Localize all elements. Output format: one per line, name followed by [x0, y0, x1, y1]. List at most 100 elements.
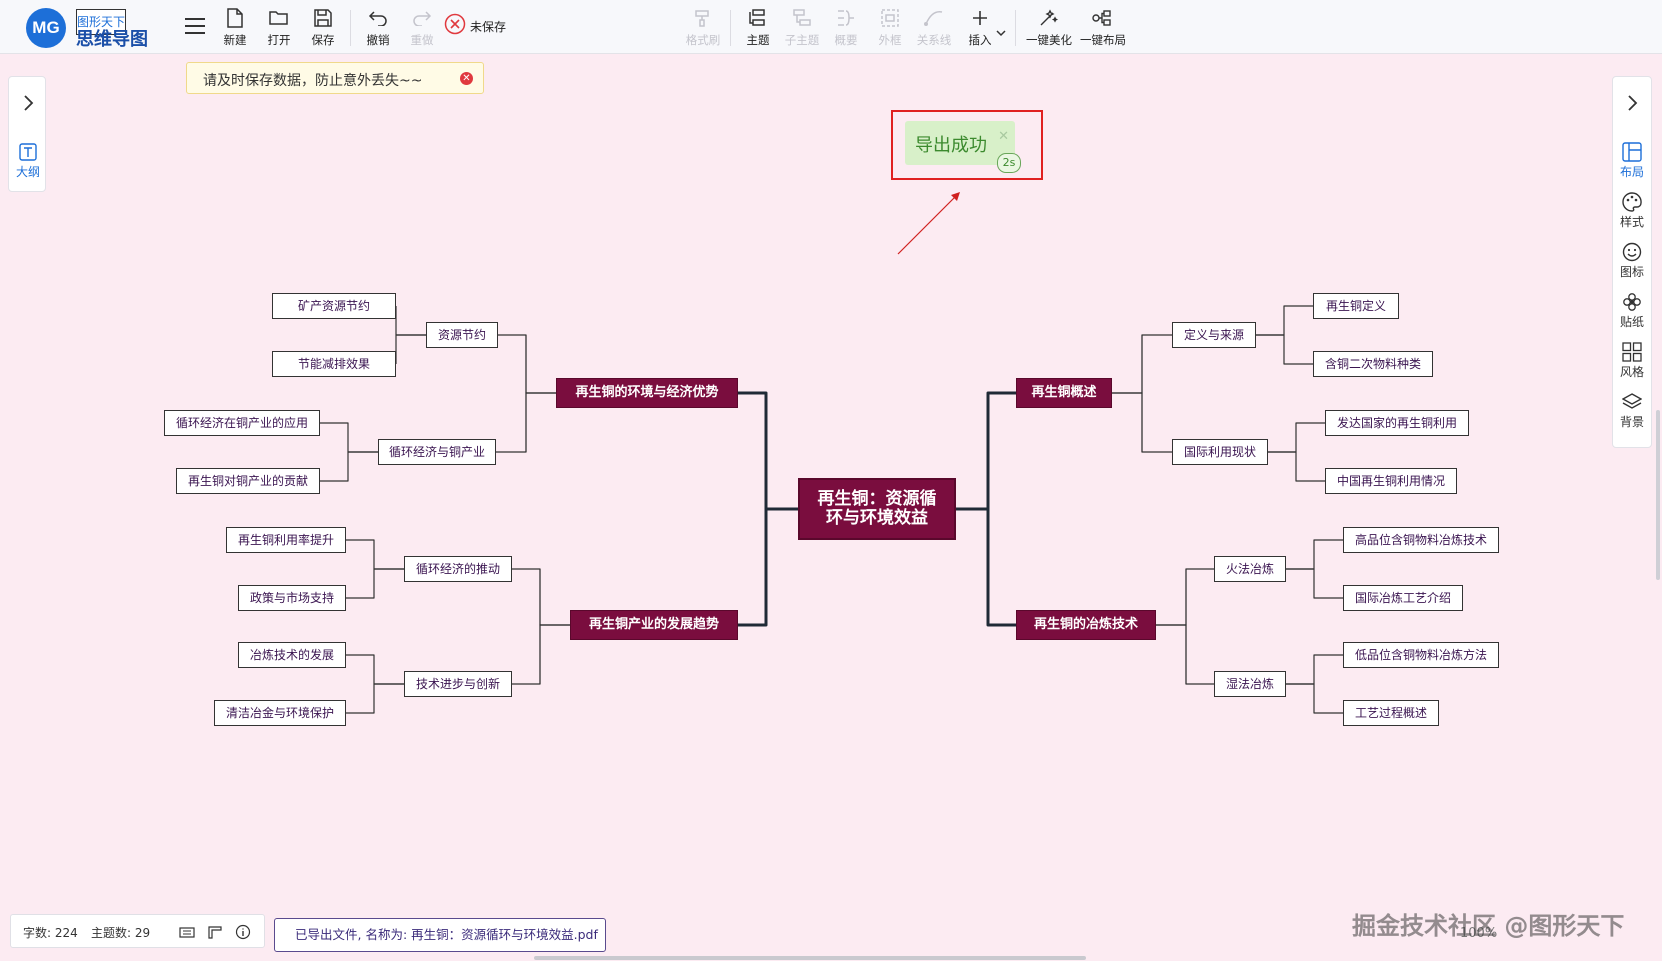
- save-reminder-text: 请及时保存数据，防止意外丢失~~: [203, 73, 423, 89]
- connector-line: [1286, 683, 1343, 714]
- close-icon[interactable]: ✕: [460, 72, 473, 85]
- leaf-topic[interactable]: 发达国家的再生铜利用: [1325, 410, 1469, 436]
- summary-icon: [824, 6, 868, 30]
- beautify-button[interactable]: 一键美化: [1026, 6, 1072, 50]
- panel-background-label: 背景: [1619, 415, 1644, 429]
- ruler-icon[interactable]: [207, 924, 223, 940]
- undo-button[interactable]: 撤销: [356, 6, 400, 50]
- vertical-scrollbar[interactable]: [1656, 410, 1660, 580]
- branch-topic[interactable]: 再生铜概述: [1016, 378, 1112, 408]
- branch-topic[interactable]: 再生铜产业的发展趋势: [570, 610, 738, 640]
- zoom-level[interactable]: 100%: [1460, 926, 1498, 941]
- summary-button[interactable]: 概要: [824, 6, 868, 50]
- logo-mark: MG: [26, 8, 66, 48]
- connector-line: [512, 624, 570, 685]
- leaf-topic[interactable]: 含铜二次物料种类: [1313, 351, 1433, 377]
- menu-icon[interactable]: [185, 18, 205, 34]
- horizontal-scrollbar[interactable]: [534, 956, 1086, 960]
- subtopic[interactable]: 资源节约: [426, 322, 498, 348]
- toolbar-divider: [350, 10, 351, 46]
- chevron-right-icon[interactable]: [18, 93, 38, 113]
- connector-line: [320, 451, 378, 482]
- subtopic[interactable]: 定义与来源: [1172, 322, 1256, 348]
- leaf-topic[interactable]: 循环经济在铜产业的应用: [164, 410, 320, 436]
- leaf-topic[interactable]: 低品位含铜物料冶炼方法: [1343, 642, 1499, 668]
- panel-style-button[interactable]: 样式: [1613, 191, 1651, 230]
- auto-layout-button[interactable]: 一键布局: [1080, 6, 1126, 50]
- boundary-label: 外框: [878, 33, 902, 47]
- save-icon: [301, 6, 345, 30]
- leaf-topic[interactable]: 再生铜利用率提升: [226, 527, 346, 553]
- relation-button[interactable]: 关系线: [912, 6, 956, 50]
- chevron-down-icon[interactable]: [996, 22, 1006, 41]
- connector-line: [320, 422, 378, 453]
- save-button[interactable]: 保存: [301, 6, 345, 50]
- root-topic[interactable]: 再生铜：资源循环与环境效益: [798, 478, 956, 540]
- annotation-arrow: [897, 192, 960, 255]
- toast-text: 导出成功: [915, 135, 987, 156]
- panel-theme-label: 风格: [1619, 365, 1644, 379]
- zoom-controls: 100%: [1360, 918, 1650, 952]
- connector-line: [1256, 334, 1313, 365]
- leaf-topic[interactable]: 冶炼技术的发展: [238, 642, 346, 668]
- leaf-topic[interactable]: 节能减排效果: [272, 351, 396, 377]
- panel-sticker-button[interactable]: 贴纸: [1613, 291, 1651, 330]
- subtopic[interactable]: 技术进步与创新: [404, 671, 512, 697]
- open-button[interactable]: 打开: [257, 6, 301, 50]
- text-outline-icon: [9, 141, 47, 163]
- boundary-button[interactable]: 外框: [868, 6, 912, 50]
- panel-icon-button[interactable]: 图标: [1613, 241, 1651, 280]
- watermark-text: 掘金技术社区 @图形天下: [1352, 912, 1625, 940]
- topic-button[interactable]: 主题: [736, 6, 780, 50]
- leaf-topic[interactable]: 清洁冶金与环境保护: [214, 700, 346, 726]
- subtopic-icon: [780, 6, 824, 30]
- subtopic-button[interactable]: 子主题: [780, 6, 824, 50]
- subtopic[interactable]: 火法冶炼: [1214, 556, 1286, 582]
- info-icon[interactable]: [235, 924, 251, 940]
- panel-layout-button[interactable]: 布局: [1613, 141, 1651, 180]
- panel-background-button[interactable]: 背景: [1613, 391, 1651, 430]
- close-icon[interactable]: ✕: [998, 129, 1009, 144]
- new-button[interactable]: 新建: [213, 6, 257, 50]
- connector-line: [1286, 568, 1343, 599]
- undo-icon: [356, 6, 400, 30]
- connector-line: [346, 654, 404, 685]
- leaf-topic[interactable]: 再生铜对铜产业的贡献: [176, 468, 320, 494]
- toast-countdown: 2s: [997, 153, 1021, 173]
- save-reminder: 请及时保存数据，防止意外丢失~~ ✕: [186, 62, 484, 94]
- open-label: 打开: [267, 33, 291, 47]
- leaf-topic[interactable]: 矿产资源节约: [272, 293, 396, 319]
- subtopic[interactable]: 国际利用现状: [1172, 439, 1268, 465]
- chevron-right-icon[interactable]: [1622, 93, 1642, 113]
- branch-topic[interactable]: 再生铜的冶炼技术: [1016, 610, 1156, 640]
- panel-style-label: 样式: [1619, 215, 1644, 229]
- connector-line: [1156, 568, 1214, 626]
- leaf-topic[interactable]: 高品位含铜物料冶炼技术: [1343, 527, 1499, 553]
- branch-topic[interactable]: 再生铜的环境与经济优势: [556, 378, 738, 408]
- leaf-topic[interactable]: 再生铜定义: [1313, 293, 1399, 319]
- leaf-topic[interactable]: 中国再生铜利用情况: [1325, 468, 1457, 494]
- subtopic[interactable]: 湿法冶炼: [1214, 671, 1286, 697]
- folder-open-icon: [257, 6, 301, 30]
- keyboard-icon[interactable]: [179, 924, 195, 940]
- connector-line: [956, 507, 1016, 627]
- leaf-topic[interactable]: 工艺过程概述: [1343, 700, 1439, 726]
- connector-line: [956, 391, 1016, 511]
- subtopic[interactable]: 循环经济的推动: [404, 556, 512, 582]
- format-brush-button[interactable]: 格式刷: [681, 6, 725, 50]
- layout-icon: [1613, 141, 1651, 163]
- redo-button[interactable]: 重做: [400, 6, 444, 50]
- unsaved-status[interactable]: 未保存: [444, 13, 506, 37]
- relation-line-icon: [912, 6, 956, 30]
- outline-button[interactable]: 大纲: [9, 141, 47, 180]
- brush-icon: [681, 6, 725, 30]
- leaf-topic[interactable]: 国际冶炼工艺介绍: [1343, 585, 1463, 611]
- subtopic[interactable]: 循环经济与铜产业: [378, 439, 496, 465]
- leaf-topic[interactable]: 政策与市场支持: [238, 585, 346, 611]
- connector-line: [395, 306, 426, 336]
- panel-theme-button[interactable]: 风格: [1613, 341, 1651, 380]
- insert-button[interactable]: 插入: [958, 6, 1002, 50]
- connector-line: [395, 334, 426, 364]
- connector-line: [346, 683, 404, 714]
